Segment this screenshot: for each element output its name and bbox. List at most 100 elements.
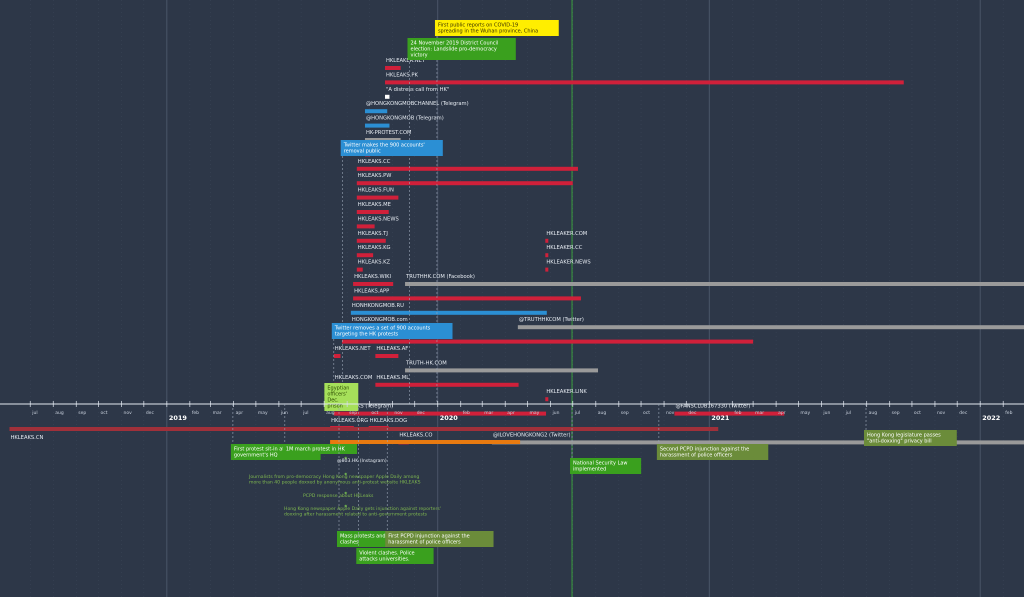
event-text: harassment of police officers xyxy=(388,539,461,545)
bar-label: HKLEAKER.NEWS xyxy=(546,260,590,266)
tick-label: jun xyxy=(822,410,830,416)
bar-hkleaks-kg: HKLEAKS.KG xyxy=(356,245,391,258)
bar-hkleaker-link: HKLEAKER.LINK xyxy=(545,389,587,402)
bar-label: HKLEAKS.ML xyxy=(376,375,409,381)
tick-label: aug xyxy=(869,411,878,416)
event-twitter-removes-a-set-of-900-accounts-ta-box xyxy=(331,323,453,339)
bar-hongkongmob-telegram-mark xyxy=(364,123,390,128)
event-text: Second PCPD injunction against the xyxy=(660,446,749,452)
event-text: Twitter makes the 900 accounts' xyxy=(343,142,425,148)
bar-hkleaks-ml-mark xyxy=(375,382,519,387)
event-text: First protest sit-in at the xyxy=(234,446,294,452)
bar-hkleaks-ru-mark xyxy=(341,339,754,344)
bar-hkleaks-kz-mark xyxy=(356,267,363,272)
event-hong-kong-legislature-passes-anti-doxxin: Hong Kong legislature passes"anti-doxxin… xyxy=(864,404,957,446)
tick-label: feb xyxy=(463,410,470,416)
bar-hkleaks-news-mark xyxy=(356,224,375,229)
bar-hkleaks-kz: HKLEAKS.KZ xyxy=(356,260,391,272)
tick-label: feb xyxy=(192,410,199,416)
tick-label: jul xyxy=(31,410,37,416)
note-text: more than 40 people doxxed by anonymous … xyxy=(249,480,421,486)
bar-truth-hk-com: TRUTH-HK.COM xyxy=(405,360,599,373)
bar-ilovehongkong2-twitter-mark xyxy=(491,440,1024,445)
event-text: Egyptian xyxy=(327,385,349,391)
bar-label: HKLEAKS.DOG xyxy=(370,418,407,424)
note-text: @803.HK (Instagram) xyxy=(337,458,387,464)
tick-label: sep xyxy=(892,411,900,416)
bar-fansclub167330-twitter-mark xyxy=(674,411,785,416)
bar-label: HKLEAKER.LINK xyxy=(546,389,587,395)
bar-label: HKLEAKER.NET xyxy=(386,58,426,64)
bar-hkleaks-me-mark xyxy=(356,210,389,214)
tick-label: jul xyxy=(574,410,580,416)
event-text: Twitter removes a set of 900 accounts xyxy=(334,325,431,331)
event-text: removal public xyxy=(344,148,381,154)
tick-label: dec xyxy=(417,410,426,416)
tick-label: may xyxy=(530,411,540,416)
tick-label: jul xyxy=(302,410,308,416)
note-dot xyxy=(344,504,347,508)
tick-label: may xyxy=(258,411,268,416)
event-text: prison xyxy=(327,403,342,409)
events-below-layer: First protest sit-in at thegovernment's … xyxy=(230,404,957,564)
bar-hkleaker-net-mark xyxy=(385,66,401,70)
event-text: attacks universities. xyxy=(359,556,410,562)
bar-hkleaks-cn: HKLEAKS.CN xyxy=(9,427,719,441)
tick-label: sep xyxy=(621,411,629,416)
bar-label: HKLEAKS.PW xyxy=(358,173,392,179)
note-text: Hong Kong newspaper Apple Daily gets inj… xyxy=(284,506,441,512)
tick-label: jun xyxy=(552,410,560,416)
tick-label: oct xyxy=(371,410,378,416)
bar-hkleaks-telegram-mark xyxy=(333,411,547,416)
tick-label: apr xyxy=(236,410,244,416)
bar-label: HKLEAKS.KG xyxy=(358,245,391,251)
event-text: Violent clashes. Police xyxy=(359,550,414,556)
tick-label: jun xyxy=(280,410,288,416)
tick-label: sep xyxy=(78,411,86,416)
bar-hkleaker-net: HKLEAKER.NET xyxy=(385,58,426,70)
bar-hkleaks-wiki-mark xyxy=(353,282,394,286)
event-text: harassment of police officers xyxy=(660,452,733,458)
event-24-november-2019-district-council-electi: 24 November 2019 District Councilelectio… xyxy=(407,38,516,404)
bar-label: HKLEAKS.CO xyxy=(399,432,432,438)
bar-hkleaks-af: HKLEAKS.AF xyxy=(375,346,408,358)
bar-hkleaks-pw-mark xyxy=(356,181,573,186)
tick-label: 2022 xyxy=(982,414,1000,422)
bar-label: HKLEAKS.ORG xyxy=(331,418,368,424)
event-text: 24 November 2019 District Council xyxy=(411,40,499,46)
bar-honhkongmob-ru-mark xyxy=(350,310,547,315)
tick-label: oct xyxy=(914,410,921,416)
bar-hongkongmobchannel-telegram-mark xyxy=(364,109,388,114)
event-24-november-2019-district-council-electi-box xyxy=(407,38,516,60)
note-dot xyxy=(344,472,347,476)
event-text: "anti-doxxing" privacy bill xyxy=(867,438,932,444)
event-text: election: Landslide pro-democracy xyxy=(411,46,497,52)
bar-label: HKLEAKS.APP xyxy=(354,288,389,294)
tick-label: mar xyxy=(484,410,493,416)
bar-a-distress-call-from-hk: "A distress call from HK" xyxy=(385,87,449,99)
tick-label: feb xyxy=(734,410,741,416)
event-1m-march-protest-in-hk-box xyxy=(282,444,358,454)
bar-hongkongmob-telegram: @HONGKONGMOB (Telegram) xyxy=(364,116,444,128)
bar-803-hk-mark xyxy=(330,440,521,444)
bar-label: @FANSCLUB167330 (Twitter) xyxy=(675,404,750,410)
tick-label: mar xyxy=(755,410,764,416)
bar-hkleaker-cc: HKLEAKER.CC xyxy=(545,245,583,258)
event-text: implemented xyxy=(573,466,606,472)
events-above-layer: First public reports on COVID-19spreadin… xyxy=(324,20,559,411)
bar-truth-hk-com-mark xyxy=(405,368,599,373)
event-text: First public reports on COVID-19 xyxy=(438,22,518,28)
tick-label: may xyxy=(800,411,810,416)
note-803-hk-instagram: @803.HK (Instagram) xyxy=(337,456,387,464)
bar-hkleaks-news: HKLEAKS.NEWS xyxy=(356,216,399,229)
event-text: officers' xyxy=(327,391,347,397)
bar-hkleaker-news-mark xyxy=(545,267,549,272)
tick-label: apr xyxy=(507,410,515,416)
bar-ilovehongkong2-twitter: @ILOVEHONGKONG2 (Twitter) xyxy=(491,432,1024,445)
bar-label: HKLEAKS.COM xyxy=(335,375,373,381)
bar-label: @HONGKONGMOB (Telegram) xyxy=(366,116,444,122)
bar-hkleaks-cc-mark xyxy=(356,166,578,171)
bar-label: HONHKONGMOB.RU xyxy=(352,303,404,309)
